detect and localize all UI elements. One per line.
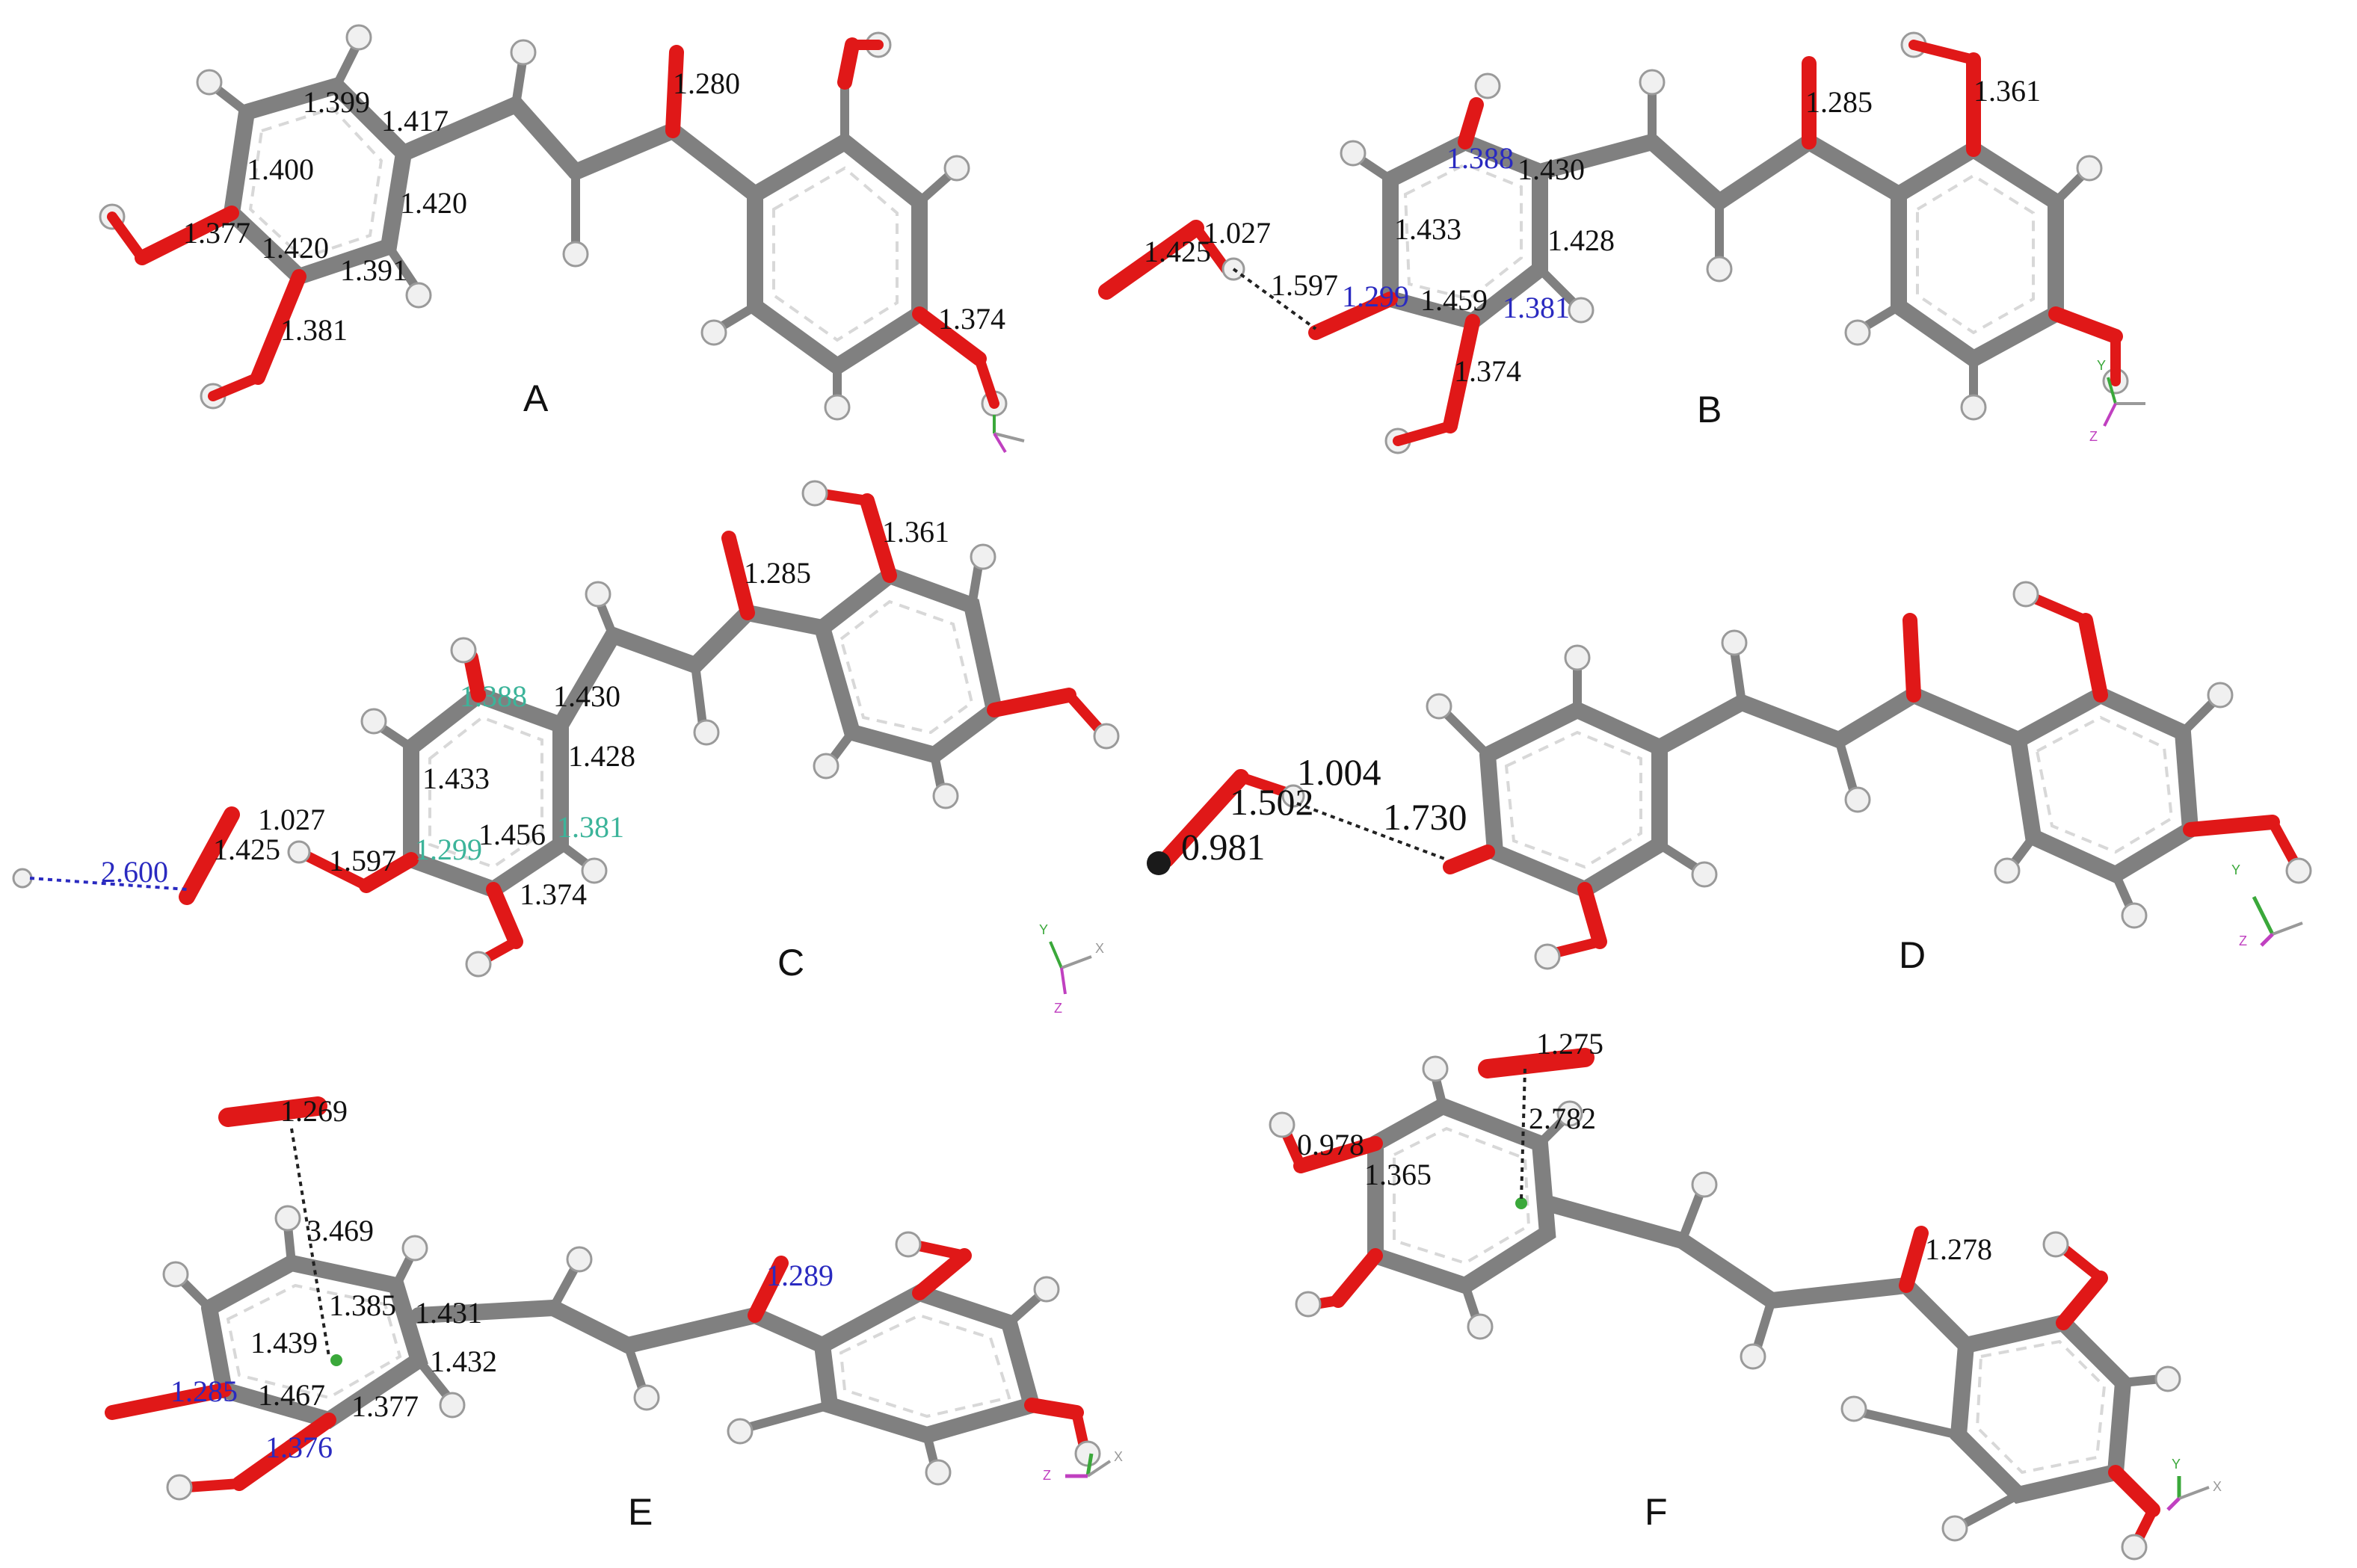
bond-label: 1.381 (280, 313, 348, 347)
bond-label: 3.469 (306, 1214, 374, 1247)
bond-label: 1.439 (250, 1326, 318, 1359)
bond-label: 1.399 (303, 85, 370, 119)
bond-label: 1.431 (415, 1296, 482, 1330)
bond-label: 1.430 (553, 679, 620, 713)
axis-y-label: Y (1039, 922, 1048, 937)
bond-label: 1.428 (1547, 223, 1615, 257)
bond-label: 1.289 (766, 1259, 834, 1292)
bond-label: 1.377 (351, 1389, 419, 1423)
bond-label: 1.278 (1925, 1232, 1992, 1266)
bond-label: 1.420 (400, 186, 467, 220)
axis-x-label: X (1095, 941, 1104, 956)
bond-label: 2.782 (1529, 1102, 1596, 1135)
axis-triad: Y Z (2231, 862, 2303, 948)
bond-label: 1.365 (1364, 1158, 1432, 1191)
axis-triad: Y Z (2089, 358, 2145, 444)
panel-letter: C (777, 942, 804, 984)
bond-label: 1.381 (557, 810, 624, 844)
bond-label: 1.456 (478, 818, 546, 851)
ring-centroid (330, 1354, 342, 1366)
panel-letter: A (523, 377, 549, 419)
bond-label: 1.299 (415, 833, 482, 866)
bond-label: 1.502 (1230, 781, 1314, 823)
axis-y-label: Y (2097, 358, 2106, 373)
bond-label: 0.981 (1181, 826, 1266, 868)
axis-y-label: Y (2172, 1457, 2181, 1472)
bond-label: 1.361 (1974, 74, 2041, 108)
bond-label: 1.425 (213, 833, 280, 866)
bond-label: 1.285 (744, 556, 811, 590)
bond-label: 1.428 (568, 739, 635, 773)
bond-label: 1.027 (258, 803, 325, 836)
bond-label: 1.385 (329, 1288, 396, 1322)
panel-letter: B (1697, 389, 1722, 430)
bond-label: 1.374 (1454, 354, 1521, 388)
bond-label: 1.285 (170, 1374, 238, 1408)
panel-d: 1.004 1.502 1.730 0.981 D Y Z (1147, 581, 2312, 976)
bond-label: 1.467 (258, 1378, 325, 1412)
panel-c: 1.361 1.285 1.430 1.428 1.433 1.027 1.42… (12, 480, 1120, 1016)
bond-label: 1.377 (183, 216, 250, 250)
bond-label: 1.361 (882, 515, 949, 549)
panel-a: 1.399 1.417 1.280 1.400 1.420 1.377 1.42… (99, 24, 1025, 454)
axis-z-label: Z (2239, 933, 2247, 948)
bond-label: 1.433 (1394, 212, 1461, 246)
bond-label: 1.388 (1446, 141, 1514, 175)
axis-z-label: Z (1043, 1468, 1051, 1483)
bond-label: 1.459 (1420, 283, 1488, 317)
axis-z-label: Z (2089, 429, 2098, 444)
bond-label: 1.430 (1518, 152, 1585, 186)
bond-label: 1.004 (1297, 751, 1381, 793)
panel-letter: E (628, 1491, 653, 1533)
bond-label: 1.730 (1383, 796, 1467, 838)
bond-label: 1.425 (1144, 235, 1211, 268)
bond-label: 2.600 (101, 855, 168, 889)
bond-label: 0.978 (1297, 1128, 1364, 1161)
bond-label: 1.376 (265, 1430, 333, 1464)
dark-atom (1147, 851, 1171, 875)
panel-letter: D (1899, 934, 1926, 976)
axis-triad: Y X (2166, 1457, 2222, 1511)
bond-label: 1.597 (329, 844, 396, 877)
ring-centroid (1515, 1197, 1527, 1209)
bond-label: 1.280 (673, 67, 740, 100)
bond-label: 1.433 (422, 762, 490, 795)
bond-label: 1.374 (938, 302, 1005, 336)
axis-triad (993, 415, 1025, 454)
bond-label: 1.388 (460, 679, 527, 713)
panel-f: 1.275 2.782 0.978 1.365 1.278 F Y X (1269, 1027, 2222, 1561)
axis-y-label: Y (2231, 862, 2240, 877)
bond-label: 1.597 (1271, 268, 1338, 302)
bond-label: 1.275 (1536, 1027, 1603, 1061)
axis-triad: X Z (1043, 1449, 1123, 1483)
bond-label: 1.391 (340, 253, 407, 287)
bond-label: 1.299 (1342, 280, 1409, 313)
axis-x-label: X (1114, 1449, 1123, 1464)
bond-label: 1.432 (430, 1345, 497, 1378)
axis-triad: Y X Z (1039, 922, 1104, 1016)
bond-label: 1.374 (520, 877, 587, 911)
axis-z-label: Z (1054, 1001, 1062, 1016)
bond-label: 1.400 (247, 152, 314, 186)
bond-label: 1.269 (280, 1094, 348, 1128)
bond-label: 1.027 (1204, 216, 1271, 250)
bond-label: 1.381 (1503, 291, 1570, 324)
bond-label: 1.420 (262, 231, 329, 265)
axis-x-label: X (2213, 1479, 2222, 1494)
panel-e: 1.269 3.469 1.289 1.385 1.431 1.439 1.43… (105, 1094, 1123, 1533)
bond-label: 1.417 (381, 104, 449, 138)
panel-b: 1.388 1.430 1.285 1.361 1.027 1.425 1.43… (1098, 31, 2145, 454)
bond-label: 1.285 (1805, 85, 1873, 119)
panel-letter: F (1645, 1491, 1668, 1533)
